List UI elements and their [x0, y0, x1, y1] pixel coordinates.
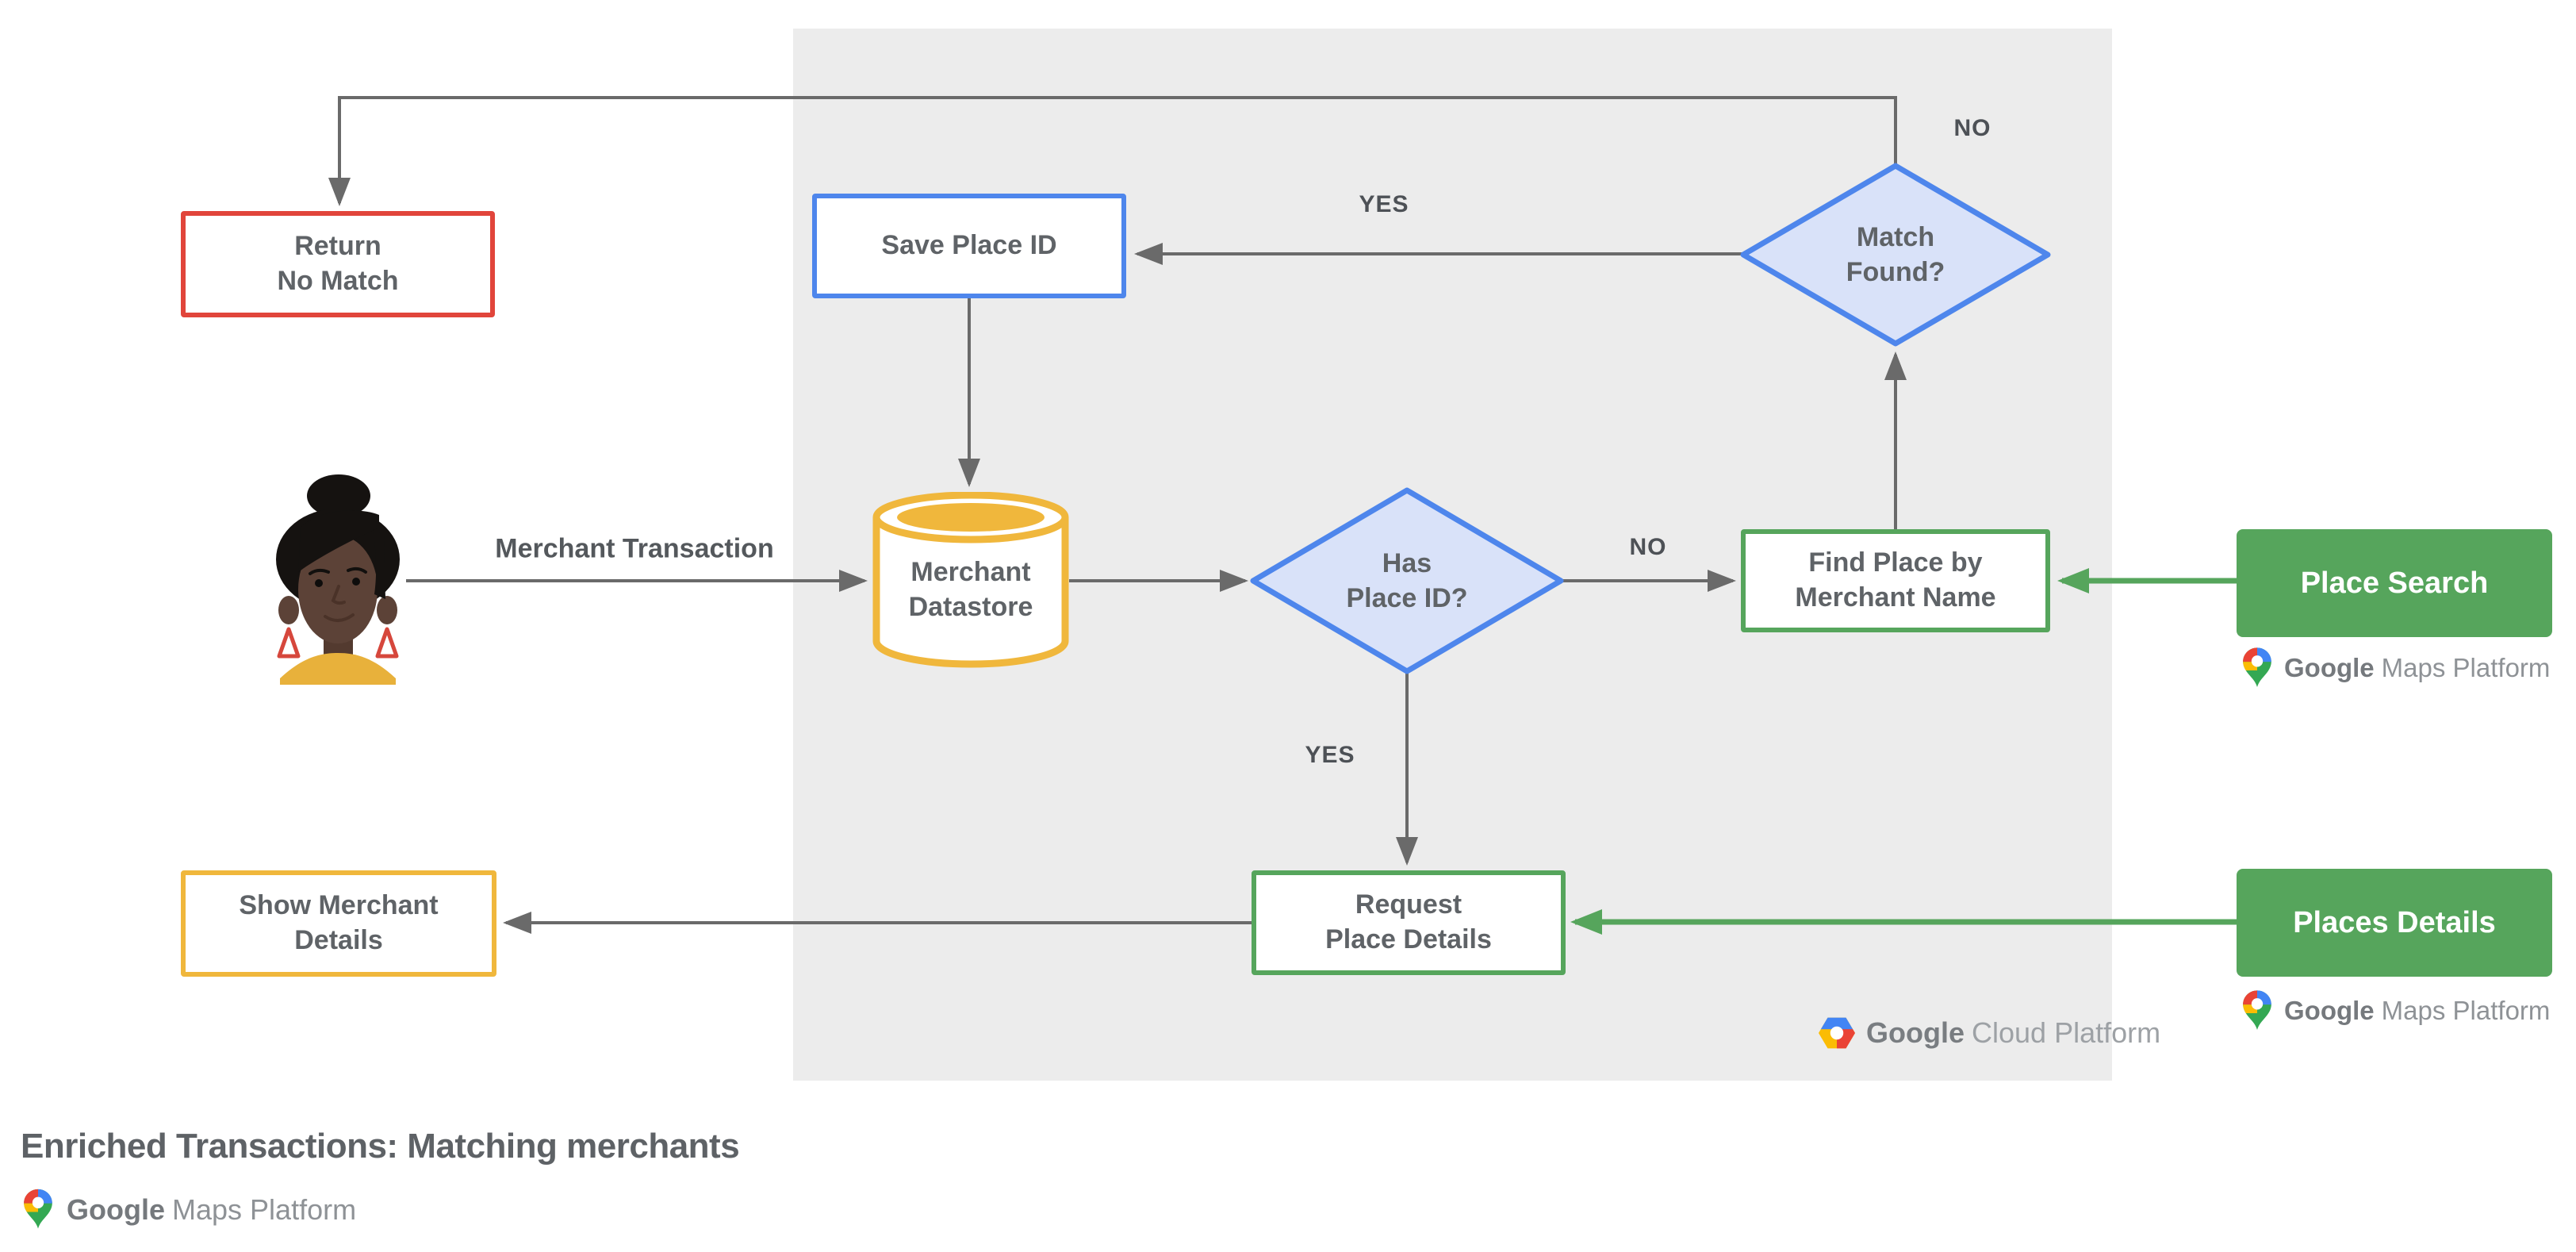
google-maps-platform-logo: Google Maps Platform — [22, 1185, 356, 1235]
node-request-place-details: Request Place Details — [1252, 870, 1566, 975]
api-card-places-details: Places Details — [2237, 869, 2552, 977]
database-cylinder-icon — [872, 492, 1069, 668]
node-merchant-datastore-label: Merchant Datastore — [908, 557, 1033, 622]
label-match-found-no: NO — [1953, 115, 1991, 141]
maps-platform-wordmark: Maps Platform — [2381, 996, 2551, 1025]
node-return-no-match: Return No Match — [181, 211, 495, 317]
node-find-place-by-merchant-name: Find Place by Merchant Name — [1741, 529, 2050, 632]
google-wordmark: Google — [2284, 653, 2375, 682]
google-maps-pin-icon — [24, 1189, 52, 1229]
decision-match-found-label: Match Found? — [1846, 221, 1945, 287]
decision-has-place-id-label: Has Place ID? — [1346, 547, 1468, 613]
maps-platform-wordmark: Maps Platform — [2381, 653, 2551, 682]
node-save-place-id: Save Place ID — [812, 194, 1126, 298]
google-cloud-hexagon-icon — [1819, 1017, 1855, 1049]
google-wordmark: Google — [1866, 1016, 1965, 1049]
google-maps-platform-logo: Google Maps Platform — [2241, 644, 2550, 692]
google-wordmark: Google — [2284, 996, 2375, 1025]
google-cloud-platform-logo: Google Cloud Platform — [1819, 1012, 2160, 1054]
label-has-place-id-yes: YES — [1305, 742, 1355, 768]
google-maps-pin-icon — [2243, 989, 2271, 1030]
label-has-place-id-no: NO — [1629, 534, 1667, 560]
google-wordmark: Google — [67, 1193, 165, 1226]
label-merchant-transaction: Merchant Transaction — [495, 533, 774, 564]
node-show-merchant-details: Show Merchant Details — [181, 870, 496, 977]
cloud-platform-wordmark: Cloud Platform — [1972, 1016, 2161, 1049]
api-card-place-search: Place Search — [2237, 529, 2552, 637]
page-title: Enriched Transactions: Matching merchant… — [21, 1127, 740, 1166]
person-avatar — [276, 474, 400, 685]
google-maps-pin-icon — [2243, 647, 2271, 687]
google-maps-platform-logo: Google Maps Platform — [2241, 987, 2550, 1035]
label-match-found-yes: YES — [1359, 191, 1409, 217]
maps-platform-wordmark: Maps Platform — [172, 1193, 357, 1226]
